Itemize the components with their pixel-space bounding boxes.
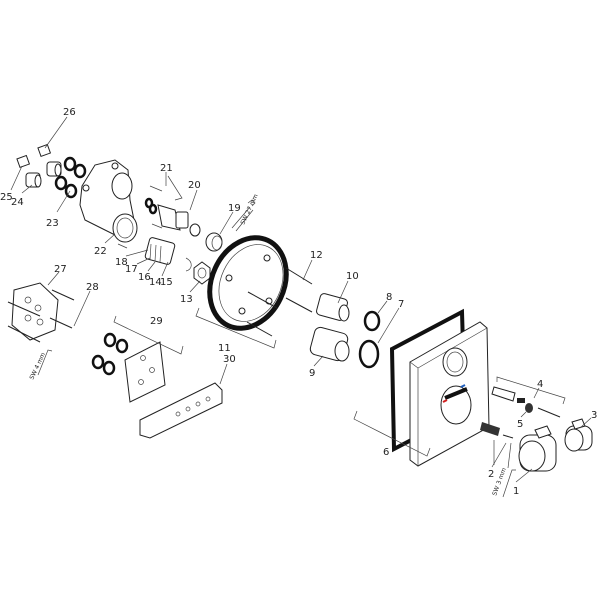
seal-set-29 [91,315,184,403]
sleeve-24 [25,172,42,188]
hex-key-sw3 [502,469,516,498]
label-sw27: SW 27 mm [239,193,259,226]
o-ring-7 [358,339,380,369]
label-26: 26 [63,107,76,118]
handle-1 [518,425,557,472]
label-22: 22 [94,246,107,257]
trim-plate-6 [353,308,490,467]
label-21: 21 [160,163,173,174]
label-28: 28 [86,282,99,293]
label-8: 8 [386,292,392,303]
sleeve-10 [316,293,350,322]
label-sw4: SW 4 mm [28,351,47,380]
label-19: 19 [228,203,241,214]
label-5: 5 [517,419,523,430]
o-ring-8 [363,310,381,332]
label-3: 3 [591,410,597,421]
fitting-26 [37,143,52,158]
cartridge-14-18 [144,237,192,272]
label-11: 11 [218,343,231,354]
label-16: 16 [138,272,151,283]
label-18: 18 [115,257,128,268]
fitting-25 [16,154,31,169]
plate-11 [195,235,289,349]
cartridge-20 [144,197,201,237]
label-15: 15 [160,277,173,288]
label-14: 14 [149,277,162,288]
screws-21 [117,175,183,249]
screws-12 [285,267,313,313]
label-2: 2 [488,469,494,480]
leader-lines [10,116,592,483]
spindle-4 [491,376,566,418]
label-30: 30 [223,354,236,365]
label-9: 9 [309,368,315,379]
label-20: 20 [188,180,201,191]
label-7: 7 [398,299,404,310]
label-13: 13 [180,294,193,305]
wrench-sw27 [231,199,256,232]
label-25: 25 [0,192,13,203]
valve-body-22 [79,159,138,243]
label-1: 1 [513,486,519,497]
o-rings-23 [54,156,87,199]
label-24: 24 [11,197,24,208]
label-17: 17 [125,264,138,275]
nut-13 [193,261,211,285]
plaster-guard-27 [7,282,75,376]
sleeve-9 [309,326,350,362]
label-6: 6 [383,447,389,458]
label-27: 27 [54,264,67,275]
label-10: 10 [346,271,359,282]
sleeve-upper [46,161,62,177]
handle-3 [564,418,593,452]
part-labels: 1 2 3 4 5 6 7 8 9 10 11 12 13 14 15 16 1… [0,107,597,497]
mounting-bracket-30 [139,382,223,439]
label-29: 29 [150,316,163,327]
label-12: 12 [310,250,323,261]
extension-2 [480,422,514,469]
label-23: 23 [46,218,59,229]
nut-19 [205,232,223,252]
label-4: 4 [537,379,543,390]
